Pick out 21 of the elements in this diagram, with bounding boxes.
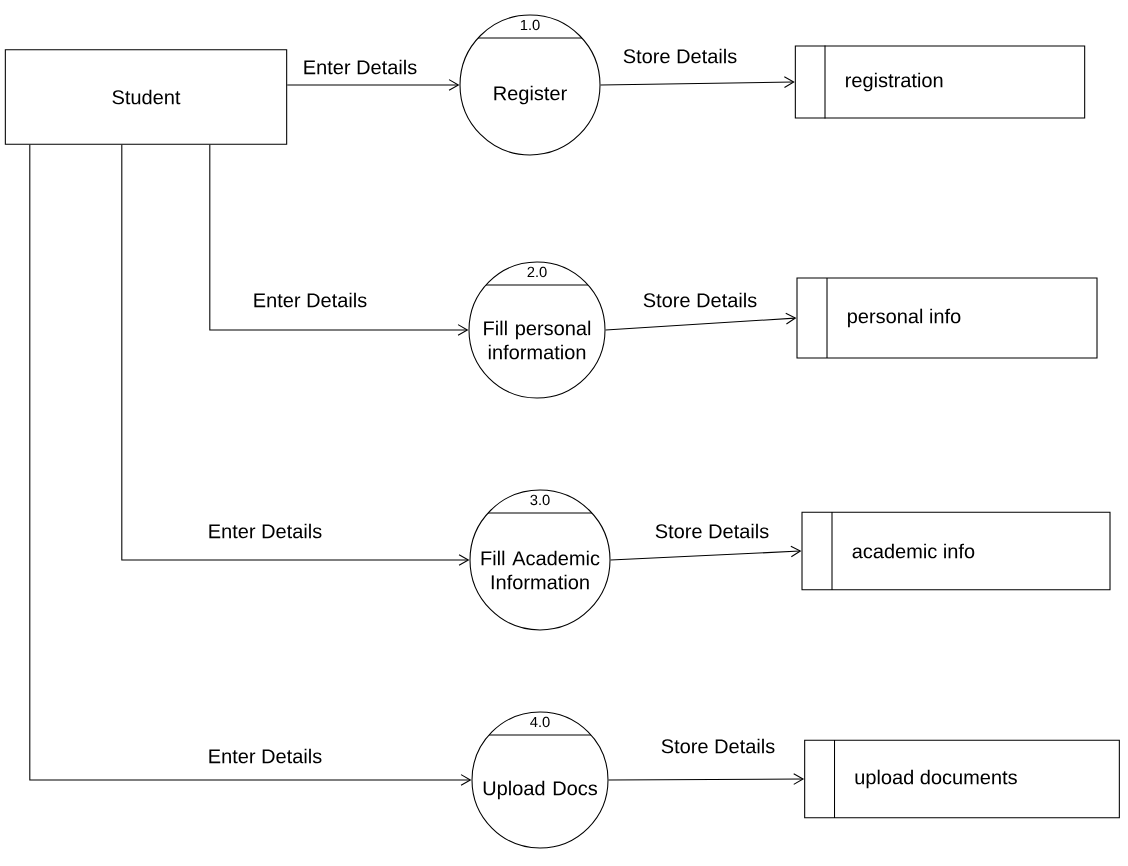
data-store: academic info	[801, 511, 1111, 591]
arrow	[121, 144, 470, 566]
data-store: upload documents	[804, 739, 1120, 819]
arrow	[286, 79, 460, 91]
arrow	[600, 76, 795, 89]
entity-box: Student	[4, 49, 288, 145]
edge-label: Store Details	[641, 291, 759, 309]
arrow	[610, 545, 802, 561]
arrow	[608, 773, 805, 785]
edge-label: Enter Details	[206, 747, 324, 765]
arrow	[29, 144, 472, 786]
arrow	[605, 312, 797, 331]
edge-label: Store Details	[621, 47, 739, 65]
arrow	[209, 144, 469, 336]
edge-label: Store Details	[653, 522, 771, 540]
edge-label: Enter Details	[301, 58, 419, 76]
edge-label: Enter Details	[251, 291, 369, 309]
edge-label: Store Details	[659, 737, 777, 755]
data-store: registration	[794, 44, 1086, 120]
data-store: personal info	[796, 277, 1098, 359]
edge-label: Enter Details	[206, 522, 324, 540]
